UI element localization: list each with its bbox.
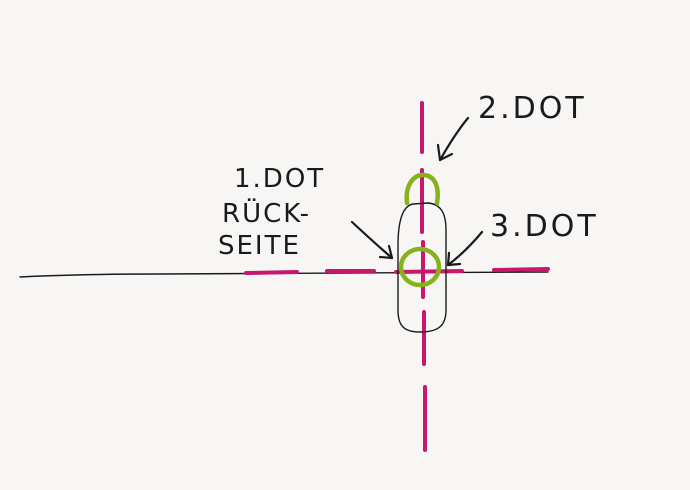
h-dash-1 [244, 270, 299, 275]
label-dot2: 2.DOT [478, 91, 587, 126]
label-back-line2: SEITE [218, 231, 301, 261]
arrow-to-dot3 [446, 230, 484, 267]
horizontal-dash-line [244, 267, 550, 275]
label-back-line1: RÜCK- [222, 197, 311, 229]
label-dot3: 3.DOT [490, 209, 599, 244]
dot2-green-arc [404, 172, 440, 206]
h-dash-4 [492, 267, 550, 272]
label-dot1: 1.DOT [234, 164, 325, 194]
arrow-to-dot2 [436, 116, 470, 162]
vertical-dash-line [420, 101, 427, 452]
dot3-green-circle [398, 246, 442, 288]
arrow-to-backside [350, 220, 394, 260]
h-dash-3 [394, 269, 464, 274]
pill-outline [397, 202, 447, 333]
